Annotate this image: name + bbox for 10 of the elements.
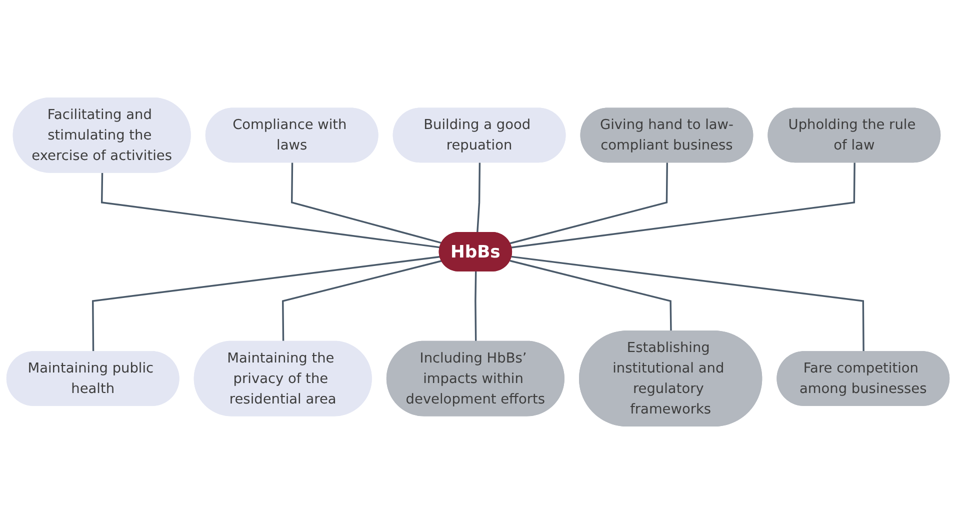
connector	[510, 260, 672, 332]
connector	[290, 162, 442, 244]
connector	[511, 162, 856, 248]
connector	[511, 256, 864, 352]
connector	[92, 256, 440, 352]
connector	[282, 260, 442, 342]
connector	[510, 162, 668, 244]
connector	[474, 271, 477, 342]
connector	[100, 172, 440, 248]
connector	[476, 162, 481, 233]
